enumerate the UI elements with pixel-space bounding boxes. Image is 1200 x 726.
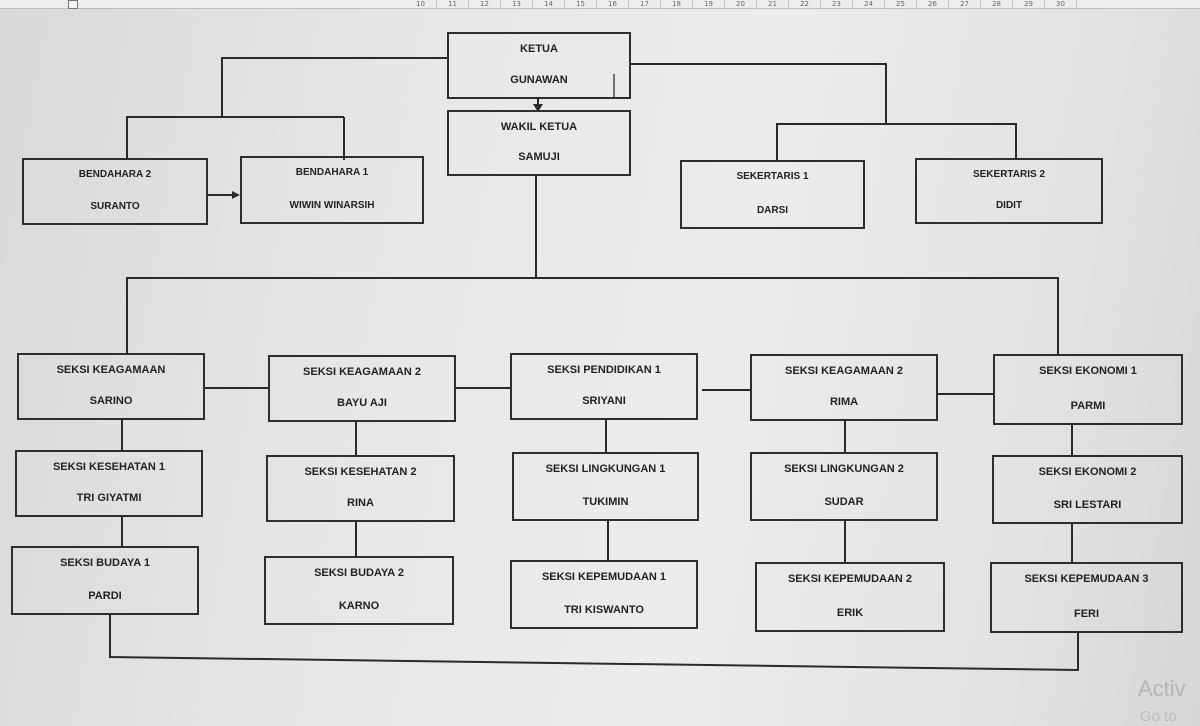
ruler-tick: 19 bbox=[693, 0, 725, 8]
ruler-tick: 14 bbox=[533, 0, 565, 8]
ruler-indent-marker[interactable] bbox=[68, 0, 78, 9]
seksi-name: SRIYANI bbox=[582, 395, 626, 407]
ruler-tick: 22 bbox=[789, 0, 821, 8]
box-seksi-kesehatan-2[interactable]: SEKSI KESEHATAN 2 RINA bbox=[266, 455, 455, 522]
box-seksi-keagamaan-2b[interactable]: SEKSI KEAGAMAAN 2 RIMA bbox=[750, 354, 938, 421]
line-sekretaris-bar bbox=[776, 123, 1017, 160]
seksi-title: SEKSI KEPEMUDAAN 1 bbox=[541, 571, 667, 583]
ruler-tick: 20 bbox=[725, 0, 757, 8]
box-sekretaris-2[interactable]: SEKERTARIS 2 DIDIT bbox=[915, 158, 1103, 224]
sekretaris2-name: DIDIT bbox=[995, 200, 1023, 211]
seksi-name: SUDAR bbox=[824, 496, 864, 508]
seksi-title: SEKSI KEPEMUDAAN 3 bbox=[1024, 573, 1149, 585]
seksi-name: PARMI bbox=[1070, 400, 1106, 412]
seksi-name: FERI bbox=[1073, 608, 1100, 620]
bendahara2-title: BENDAHARA 2 bbox=[78, 169, 152, 180]
ruler-tick: 21 bbox=[757, 0, 789, 8]
box-seksi-keagamaan[interactable]: SEKSI KEAGAMAAN SARINO bbox=[17, 353, 205, 420]
box-seksi-pendidikan-1[interactable]: SEKSI PENDIDIKAN 1 SRIYANI bbox=[510, 353, 698, 420]
box-ketua[interactable]: KETUA GUNAWAN bbox=[447, 32, 631, 99]
ruler-tick: 26 bbox=[917, 0, 949, 8]
ruler-tick: 16 bbox=[597, 0, 629, 8]
seksi-title: SEKSI LINGKUNGAN 1 bbox=[545, 463, 666, 475]
seksi-title: SEKSI BUDAYA 2 bbox=[314, 567, 404, 579]
ruler-tick: 25 bbox=[885, 0, 917, 8]
box-seksi-ekonomi-2[interactable]: SEKSI EKONOMI 2 SRI LESTARI bbox=[992, 455, 1183, 524]
sekretaris1-title: SEKERTARIS 1 bbox=[736, 171, 809, 182]
seksi-name: KARNO bbox=[338, 600, 380, 612]
arrowhead-bendahara bbox=[232, 191, 240, 199]
ruler-tick: 13 bbox=[501, 0, 533, 8]
box-seksi-ekonomi-1[interactable]: SEKSI EKONOMI 1 PARMI bbox=[993, 354, 1183, 425]
box-seksi-kepemudaan-1[interactable]: SEKSI KEPEMUDAAN 1 TRI KISWANTO bbox=[510, 560, 698, 629]
ruler-tick: 18 bbox=[661, 0, 693, 8]
seksi-name: BAYU AJI bbox=[337, 397, 387, 409]
box-sekretaris-1[interactable]: SEKERTARIS 1 DARSI bbox=[680, 160, 865, 229]
ruler-tick: 10 bbox=[405, 0, 437, 8]
ruler-tick: 24 bbox=[853, 0, 885, 8]
box-seksi-kepemudaan-3[interactable]: SEKSI KEPEMUDAAN 3 FERI bbox=[990, 562, 1183, 633]
seksi-name: SARINO bbox=[89, 395, 133, 407]
seksi-title: SEKSI PENDIDIKAN 1 bbox=[547, 364, 661, 376]
ruler-tick: 23 bbox=[821, 0, 853, 8]
line-seksi-bar bbox=[126, 277, 1059, 355]
seksi-title: SEKSI EKONOMI 2 bbox=[1038, 466, 1137, 478]
bendahara2-name: SURANTO bbox=[90, 201, 140, 212]
sekretaris1-name: DARSI bbox=[756, 205, 789, 216]
seksi-name: ERIK bbox=[836, 607, 864, 619]
ruler-tick: 12 bbox=[469, 0, 501, 8]
line-bottom-bar bbox=[109, 615, 1079, 672]
ruler-tick: 27 bbox=[949, 0, 981, 8]
seksi-title: SEKSI BUDAYA 1 bbox=[60, 557, 150, 569]
box-bendahara-1[interactable]: BENDAHARA 1 WIWIN WINARSIH bbox=[240, 156, 424, 224]
box-seksi-kesehatan-1[interactable]: SEKSI KESEHATAN 1 TRI GIYATMI bbox=[15, 450, 203, 517]
seksi-title: SEKSI LINGKUNGAN 2 bbox=[784, 463, 904, 475]
seksi-name: RINA bbox=[347, 497, 374, 509]
ketua-title: KETUA bbox=[520, 43, 558, 55]
bendahara1-name: WIWIN WINARSIH bbox=[289, 200, 375, 211]
ruler-tick: 29 bbox=[1013, 0, 1045, 8]
seksi-name: PARDI bbox=[88, 590, 122, 602]
box-seksi-lingkungan-2[interactable]: SEKSI LINGKUNGAN 2 SUDAR bbox=[750, 452, 938, 521]
ruler-tick: 17 bbox=[629, 0, 661, 8]
activation-watermark-sub: Go to bbox=[1140, 708, 1177, 725]
box-seksi-kepemudaan-2[interactable]: SEKSI KEPEMUDAAN 2 ERIK bbox=[755, 562, 945, 632]
seksi-title: SEKSI KEAGAMAAN bbox=[56, 364, 166, 376]
ruler-tick: 30 bbox=[1045, 0, 1077, 8]
seksi-name: RIMA bbox=[829, 396, 859, 408]
box-seksi-budaya-1[interactable]: SEKSI BUDAYA 1 PARDI bbox=[11, 546, 199, 615]
seksi-name: SRI LESTARI bbox=[1053, 499, 1122, 511]
line-ketua-bendahara bbox=[126, 57, 447, 160]
wakil-name: SAMUJI bbox=[518, 151, 560, 163]
seksi-title: SEKSI KEAGAMAAN 2 bbox=[785, 365, 903, 377]
wakil-title: WAKIL KETUA bbox=[500, 121, 578, 133]
seksi-name: TRI GIYATMI bbox=[76, 492, 142, 504]
box-wakil-ketua[interactable]: WAKIL KETUA SAMUJI bbox=[447, 110, 631, 176]
ketua-name: GUNAWAN bbox=[510, 74, 568, 86]
bendahara1-title: BENDAHARA 1 bbox=[295, 167, 369, 178]
seksi-title: SEKSI KESEHATAN 1 bbox=[52, 461, 166, 473]
ruler-tick: 11 bbox=[437, 0, 469, 8]
ruler-tick: 28 bbox=[981, 0, 1013, 8]
box-seksi-lingkungan-1[interactable]: SEKSI LINGKUNGAN 1 TUKIMIN bbox=[512, 452, 699, 521]
arrowhead-ketua-wakil bbox=[533, 104, 543, 112]
box-seksi-keagamaan-2[interactable]: SEKSI KEAGAMAAN 2 BAYU AJI bbox=[268, 355, 456, 422]
ruler-tick: 15 bbox=[565, 0, 597, 8]
seksi-title: SEKSI KESEHATAN 2 bbox=[304, 466, 417, 478]
seksi-name: TRI KISWANTO bbox=[564, 604, 644, 616]
seksi-title: SEKSI KEAGAMAAN 2 bbox=[303, 366, 421, 378]
sekretaris2-title: SEKERTARIS 2 bbox=[972, 169, 1046, 180]
seksi-title: SEKSI KEPEMUDAAN 2 bbox=[787, 573, 913, 585]
box-bendahara-2[interactable]: BENDAHARA 2 SURANTO bbox=[22, 158, 208, 225]
seksi-name: TUKIMIN bbox=[582, 496, 629, 508]
activation-watermark: Activ bbox=[1138, 676, 1186, 701]
box-seksi-budaya-2[interactable]: SEKSI BUDAYA 2 KARNO bbox=[264, 556, 454, 625]
seksi-title: SEKSI EKONOMI 1 bbox=[1039, 365, 1137, 377]
line-ketua-sekretaris bbox=[630, 63, 887, 124]
